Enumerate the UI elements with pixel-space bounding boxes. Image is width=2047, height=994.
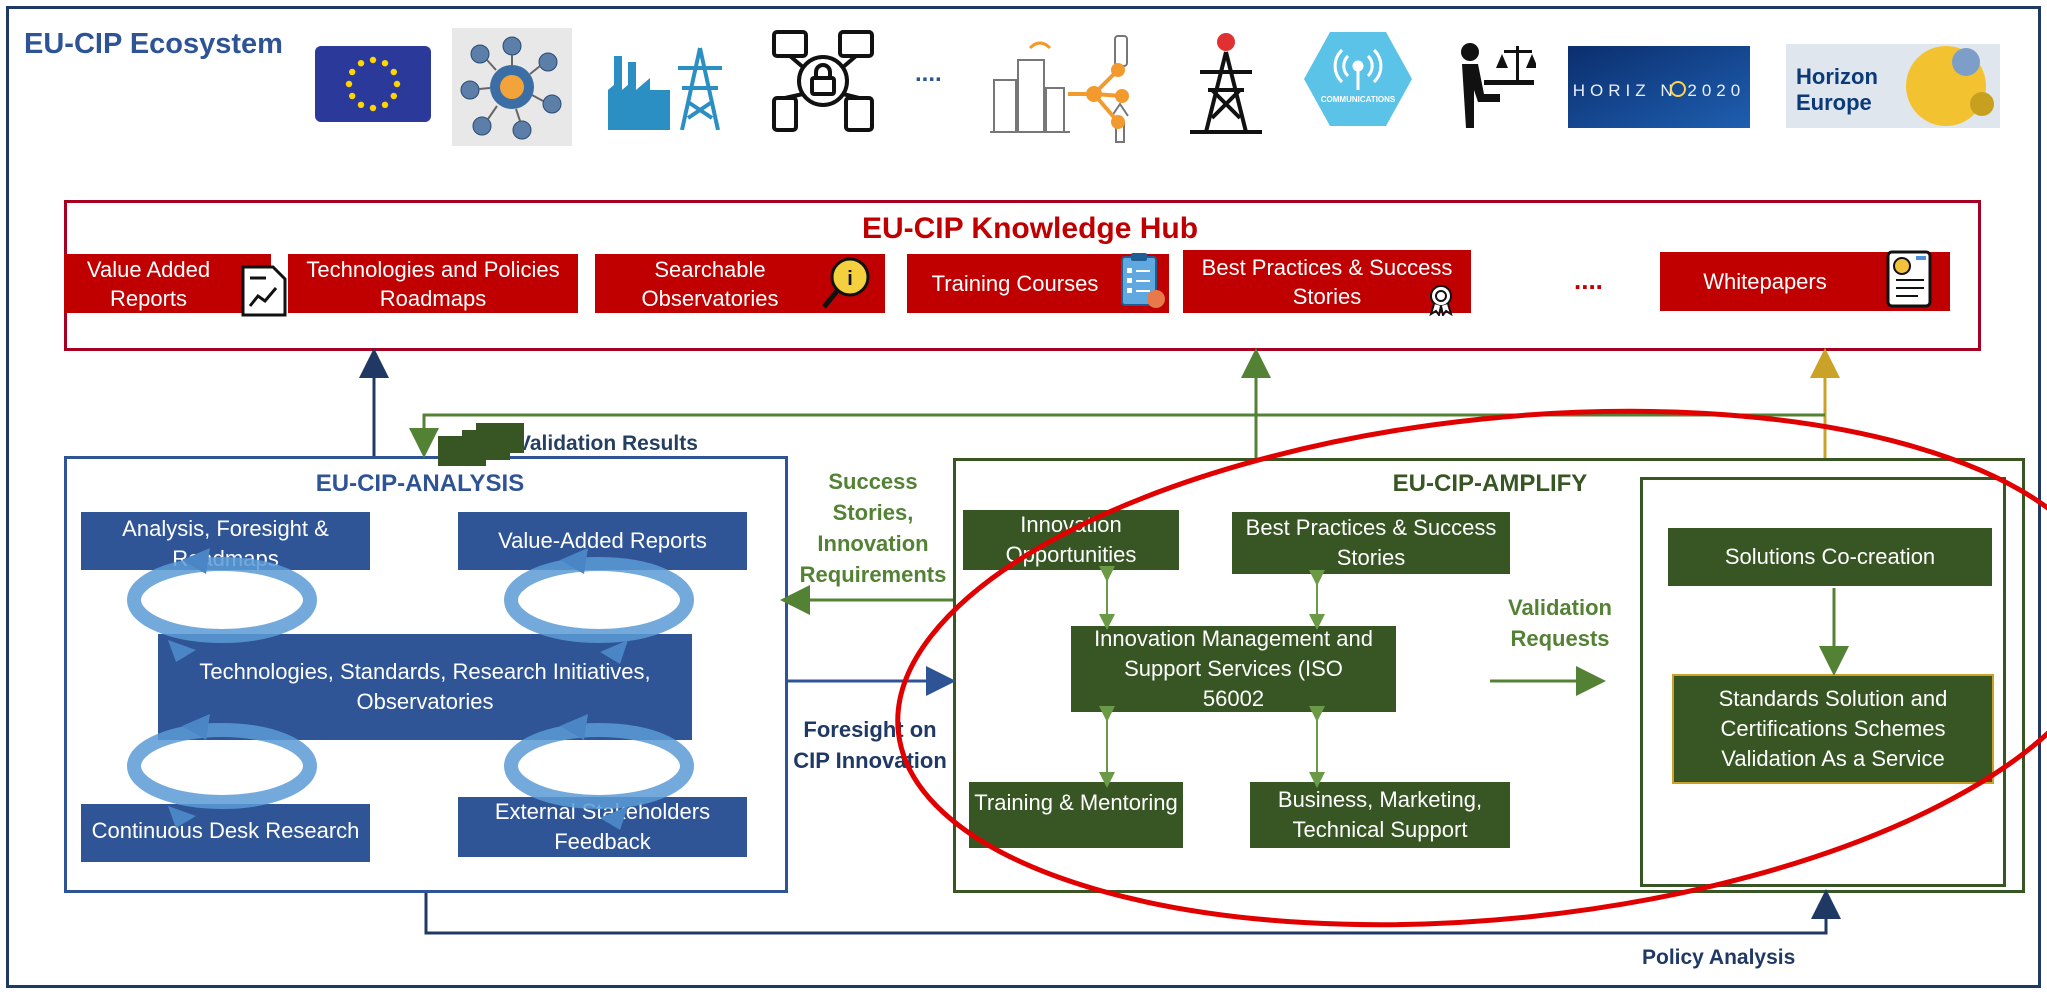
highlight-ellipse: [895, 408, 2047, 928]
horizon-2020-text: HORIZ N 2020: [1573, 81, 1745, 100]
eu-star: [381, 60, 389, 67]
communications-icon: COMMUNICATIONS: [1302, 30, 1414, 128]
amplify-innovation-opportunities-box[interactable]: Innovation Opportunities: [963, 510, 1179, 570]
analysis-cycle-arrowheads: [168, 548, 628, 830]
person-justice-icon: [1456, 42, 1538, 128]
analysis-technologies-box[interactable]: Technologies, Standards, Research Initia…: [158, 634, 692, 740]
amplify-title: EU-CIP-AMPLIFY: [1392, 470, 1588, 497]
factory-powerline-icon: [608, 40, 734, 131]
stacked-documents-icon: [438, 423, 524, 466]
eu-star: [390, 68, 397, 76]
eu-star: [349, 68, 356, 76]
hub-item-label: Technologies and Policies Roadmaps: [306, 256, 560, 311]
hub-item-label: Best Practices & Success Stories: [1201, 254, 1453, 309]
eu-star: [357, 101, 365, 108]
eu-star: [381, 101, 389, 108]
amplify-best-practices-box[interactable]: Best Practices & Success Stories: [1232, 512, 1510, 574]
validation-results-arrow: [409, 413, 1825, 458]
eu-star: [349, 92, 356, 100]
success-stories-label: Success Stories, Innovation Requirements: [799, 469, 947, 587]
analysis-desk-research-box[interactable]: Continuous Desk Research: [81, 804, 370, 862]
hub-item-label: Searchable Observatories: [641, 256, 779, 311]
policy-analysis-arrow: [424, 889, 1841, 935]
validation-requests-label: Validation Requests: [1508, 595, 1612, 651]
eu-star: [369, 104, 377, 112]
eu-star: [390, 92, 397, 100]
network-people-icon: [452, 28, 572, 146]
ecosystem-ellipsis: ....: [915, 60, 942, 87]
scroll-certificate-icon: [1882, 248, 1940, 310]
magnifier-info-icon: i: [820, 255, 872, 311]
horizon-europe-line1: Horizon: [1796, 64, 1878, 89]
ecosystem-title: EU-CIP Ecosystem: [24, 28, 283, 60]
hub-item-label: Training Courses: [931, 271, 1099, 296]
validation-results-label: Validation Results: [517, 432, 698, 455]
communications-text: COMMUNICATIONS: [1321, 95, 1396, 104]
checklist-icon: [1118, 251, 1168, 311]
policy-analysis-label: Policy Analysis: [1642, 946, 1796, 969]
eu-star: [393, 80, 401, 88]
horizon-europe-logo: Horizon Europe: [1786, 44, 2000, 128]
svg-text:i: i: [847, 268, 853, 290]
hub-item-technologies-roadmaps[interactable]: Technologies and Policies Roadmaps: [288, 254, 578, 313]
ecosystem-frame: [6, 6, 2041, 988]
foresight-cip-label: Foresight on CIP Innovation: [793, 717, 947, 773]
amplify-innovation-management-box[interactable]: Innovation Management and Support Servic…: [1071, 626, 1396, 712]
security-devices-icon: [770, 28, 876, 134]
analysis-title: EU-CIP-ANALYSIS: [315, 470, 525, 497]
amplify-co-creation-box[interactable]: Solutions Co-creation: [1668, 528, 1992, 586]
hub-item-best-practices[interactable]: Best Practices & Success Stories: [1183, 250, 1471, 313]
hub-item-label: Whitepapers: [1703, 269, 1827, 294]
amplify-standards-box[interactable]: Standards Solution and Certifications Sc…: [1672, 674, 1994, 784]
horizon-2020-logo: HORIZ N 2020: [1568, 46, 1750, 128]
hub-ellipsis: ....: [1574, 265, 1603, 295]
knowledge-hub-title: EU-CIP Knowledge Hub: [861, 212, 1199, 245]
analysis-cycle-arrows: [127, 557, 694, 809]
horizon-europe-line2: Europe: [1796, 90, 1872, 115]
amplify-business-box[interactable]: Business, Marketing, Technical Support: [1250, 782, 1510, 848]
city-network-icon: [990, 30, 1140, 148]
amplify-training-box[interactable]: Training & Mentoring: [969, 782, 1183, 848]
hub-item-label: Value Added Reports: [86, 256, 211, 311]
eu-star: [369, 56, 377, 64]
report-chart-icon: [240, 264, 288, 318]
transmission-tower-icon: [1186, 30, 1266, 134]
award-ribbon-icon: [1425, 284, 1457, 318]
hub-item-value-added-reports[interactable]: Value Added Reports: [64, 254, 271, 313]
eu-flag-icon: [315, 46, 431, 122]
eu-star: [357, 60, 365, 67]
eu-star: [345, 80, 353, 88]
